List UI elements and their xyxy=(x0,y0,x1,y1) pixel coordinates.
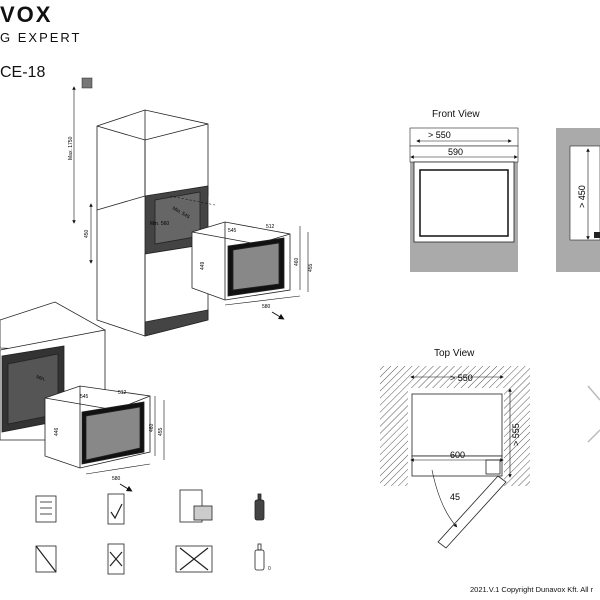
dont-check-icon xyxy=(107,543,125,575)
do-bottle-icon xyxy=(254,493,265,521)
top-door-angle: 45 xyxy=(450,492,460,502)
dont-manual-icon xyxy=(35,545,57,573)
top-view-title: Top View xyxy=(434,348,475,359)
counter-cabinet-drawing xyxy=(0,301,151,469)
counter-push-arrow xyxy=(119,483,133,492)
do-check-icon xyxy=(107,493,125,525)
top-dim-gt-555: > 555 xyxy=(511,423,521,446)
dim-counter-height-outer: 455 xyxy=(158,427,164,436)
dim-counter-unit-depth: 512 xyxy=(118,390,127,396)
dont-bottle-icon: 0 xyxy=(254,543,271,572)
dim-unit-depth-top: 512 xyxy=(266,224,275,230)
do-cabinet-icon xyxy=(179,489,213,523)
do-manual-icon xyxy=(35,495,57,523)
dim-counter-unit-width: 545 xyxy=(80,394,89,400)
dim-tower-width: Min. 560 xyxy=(150,221,169,227)
dim-unit-height-front: 449 xyxy=(200,261,206,270)
dim-unit-height-inner: 460 xyxy=(294,257,300,266)
partial-right-drawing xyxy=(587,385,600,443)
front-dim-590: 590 xyxy=(448,147,463,157)
top-dim-gt-550: > 550 xyxy=(450,373,473,383)
front-view-title: Front View xyxy=(432,109,480,120)
dont-cabinet-icon xyxy=(175,545,213,573)
dim-unit-base-width: 580 xyxy=(262,304,271,310)
dim-counter-front-height: 446 xyxy=(54,427,60,436)
dim-counter-depth-label: Min. xyxy=(35,374,46,383)
dim-max-height: Max. 1750 xyxy=(68,136,74,160)
dim-counter-base-width: 580 xyxy=(112,476,121,482)
dim-counter-height-inner: 460 xyxy=(149,423,155,432)
front-dim-gt-550: > 550 xyxy=(428,130,451,140)
model-number: CE-18 xyxy=(0,64,46,81)
brand-tagline: G EXPERT xyxy=(0,30,82,45)
socket-icon xyxy=(81,77,93,89)
side-dim-gt-450: > 450 xyxy=(577,185,587,208)
dim-unit-width-top: 545 xyxy=(228,228,237,234)
top-view-drawing xyxy=(380,366,530,549)
dim-unit-height-outer: 455 xyxy=(308,263,314,272)
tall-cabinet-drawing xyxy=(96,109,291,337)
brand-logo-text: VOX xyxy=(0,2,53,27)
copyright-notice: 2021.V.1 Copyright Dunavox Kft. All r xyxy=(470,585,594,594)
front-view-drawing xyxy=(409,127,519,272)
dim-tower-opening: 450 xyxy=(84,229,90,238)
top-dim-600: 600 xyxy=(450,450,465,460)
svg-text:0: 0 xyxy=(268,566,271,572)
side-view-drawing xyxy=(556,128,600,272)
push-arrow xyxy=(271,311,285,320)
